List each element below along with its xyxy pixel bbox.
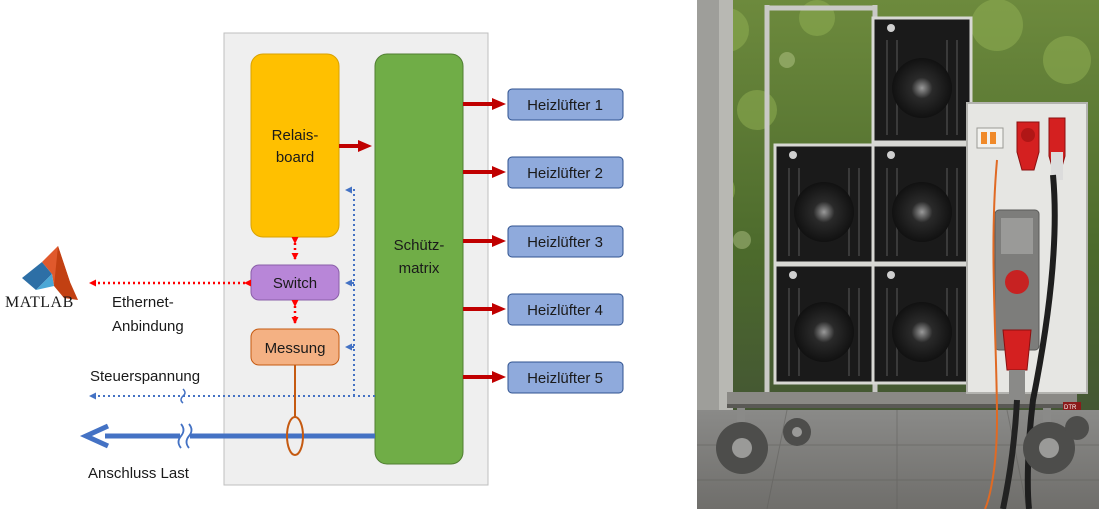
steuerspannung-label: Steuerspannung <box>90 368 200 385</box>
relaisboard-label-line1: Relais- <box>272 127 319 144</box>
heater-rig-photo: DTR <box>697 0 1099 509</box>
schuetzmatrix-label-line2: matrix <box>399 260 440 277</box>
heater-5: Heizlüfter 5 <box>507 361 624 394</box>
cart-platform <box>727 392 1077 406</box>
relaisboard-label-line2: board <box>276 149 314 166</box>
electrical-cabinet <box>966 102 1088 400</box>
control-voltage-lines <box>89 186 375 400</box>
heater-5-label: Heizlüfter 5 <box>527 370 603 387</box>
load-line <box>79 423 375 449</box>
heater-arrows <box>463 98 506 383</box>
relais-to-schuetz-arrow <box>339 140 372 152</box>
relaisboard-box <box>250 53 340 238</box>
heater-4: Heizlüfter 4 <box>507 293 624 326</box>
schuetzmatrix-label-line1: Schütz- <box>394 237 445 254</box>
schuetzmatrix-box <box>374 53 464 465</box>
heater-3-label: Heizlüfter 3 <box>527 234 603 251</box>
cables <box>984 159 1058 509</box>
plug-label: DTR <box>1064 405 1077 411</box>
heater-2: Heizlüfter 2 <box>507 156 624 189</box>
messung-label: Messung <box>265 340 326 357</box>
heater-1-label: Heizlüfter 1 <box>527 97 603 114</box>
ethernet-links <box>89 237 299 324</box>
ethernet-label-line1: Ethernet- <box>112 294 174 311</box>
heater-1: Heizlüfter 1 <box>507 88 624 121</box>
heater-units <box>773 16 973 385</box>
heater-3: Heizlüfter 3 <box>507 225 624 258</box>
ethernet-label-line2: Anbindung <box>112 318 184 335</box>
heater-2-label: Heizlüfter 2 <box>527 165 603 182</box>
heater-4-label: Heizlüfter 4 <box>527 302 603 319</box>
matlab-logo-icon <box>22 246 78 300</box>
switch-label: Switch <box>273 275 317 292</box>
cart-wheels <box>716 408 1089 474</box>
control-break-symbol <box>180 388 186 404</box>
matlab-wordmark: MATLAB <box>5 294 74 311</box>
system-diagram: Relais- board Switch Messung Schütz- mat… <box>5 32 624 486</box>
measurement-probe <box>286 365 304 456</box>
anschluss-last-label: Anschluss Last <box>88 465 190 482</box>
